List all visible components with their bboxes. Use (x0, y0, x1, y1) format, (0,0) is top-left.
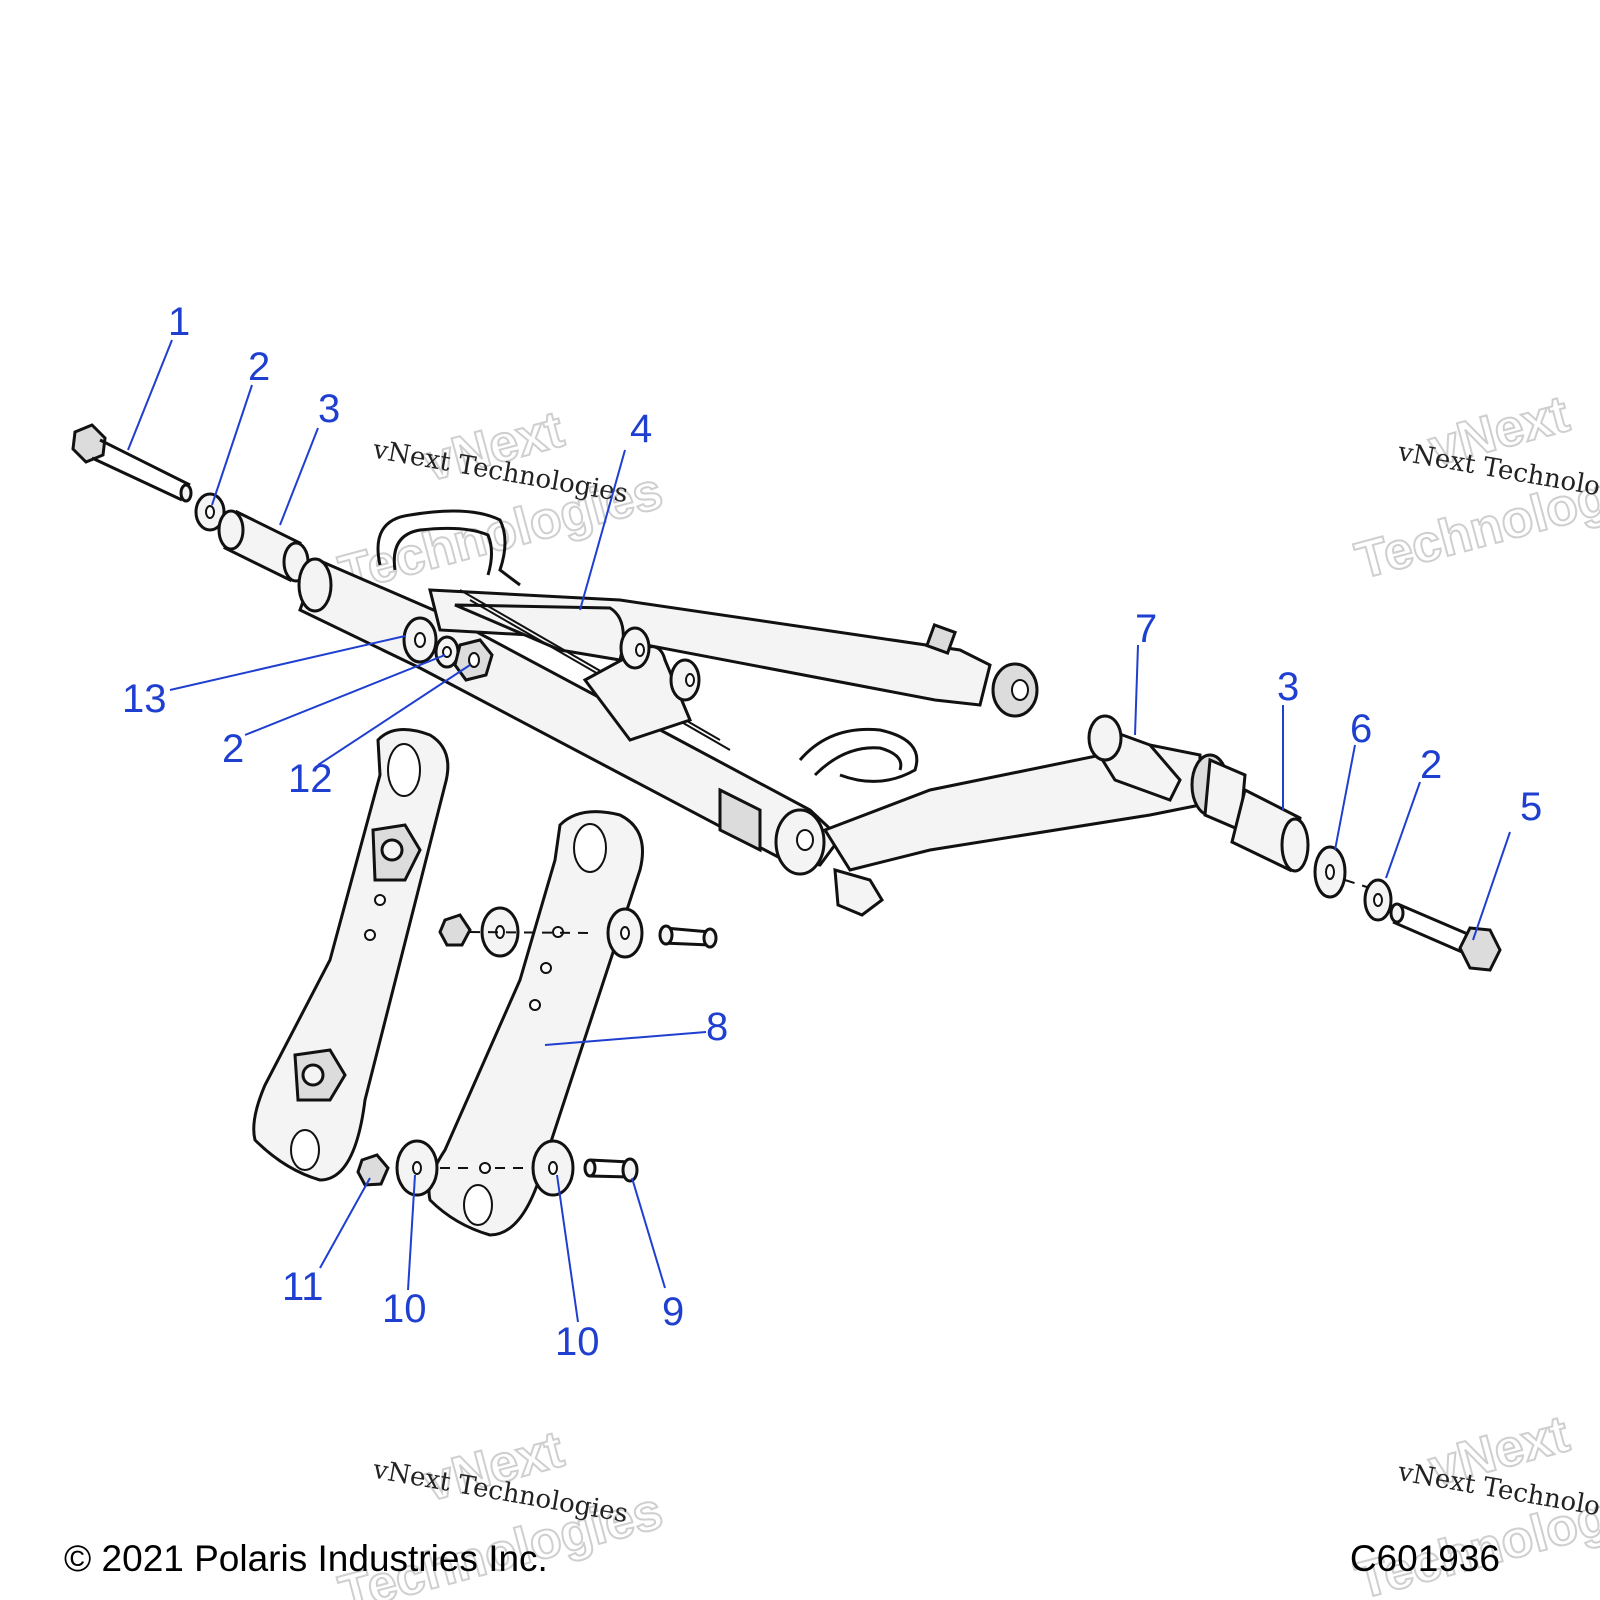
callout-8: 8 (706, 1005, 728, 1049)
nut-12 (453, 638, 494, 682)
left-bolt (71, 423, 193, 503)
callout-5: 5 (1520, 785, 1542, 829)
left-washer (194, 492, 226, 532)
callout-13: 13 (122, 677, 167, 721)
callout-10: 10 (382, 1287, 427, 1331)
left-bushing (217, 509, 310, 583)
callout-12: 12 (288, 757, 333, 801)
washer-2-right (1363, 878, 1393, 922)
link-left (252, 728, 450, 1182)
callout-10: 10 (555, 1320, 600, 1364)
lower-hardware-set (356, 1139, 639, 1197)
link-8 (427, 810, 644, 1237)
callout-9: 9 (662, 1290, 684, 1334)
callout-2: 2 (222, 727, 244, 771)
callout-11: 11 (282, 1265, 324, 1309)
washer-13 (402, 616, 438, 664)
leader-lines (127, 339, 1511, 1323)
washer-6 (1313, 845, 1347, 899)
washer-2-left (434, 635, 460, 669)
figure-id: C601936 (1349, 1538, 1500, 1579)
callout-7: 7 (1135, 607, 1157, 651)
callout-4: 4 (630, 407, 652, 451)
callout-2: 2 (1420, 743, 1442, 787)
right-bushing (1230, 787, 1310, 873)
assembly-line (1344, 879, 1371, 889)
upper-hardware-set (438, 906, 718, 959)
right-bolt (1389, 902, 1502, 972)
copyright-text: © 2021 Polaris Industries Inc. (64, 1538, 548, 1579)
callout-group: 1 2 3 4 13 2 12 7 3 6 2 5 8 11 10 10 9 (122, 300, 1542, 1364)
callout-1: 1 (168, 300, 190, 344)
callout-3: 3 (1277, 665, 1299, 709)
callout-2: 2 (248, 345, 270, 389)
callout-3: 3 (318, 387, 340, 431)
callout-6: 6 (1350, 707, 1372, 751)
